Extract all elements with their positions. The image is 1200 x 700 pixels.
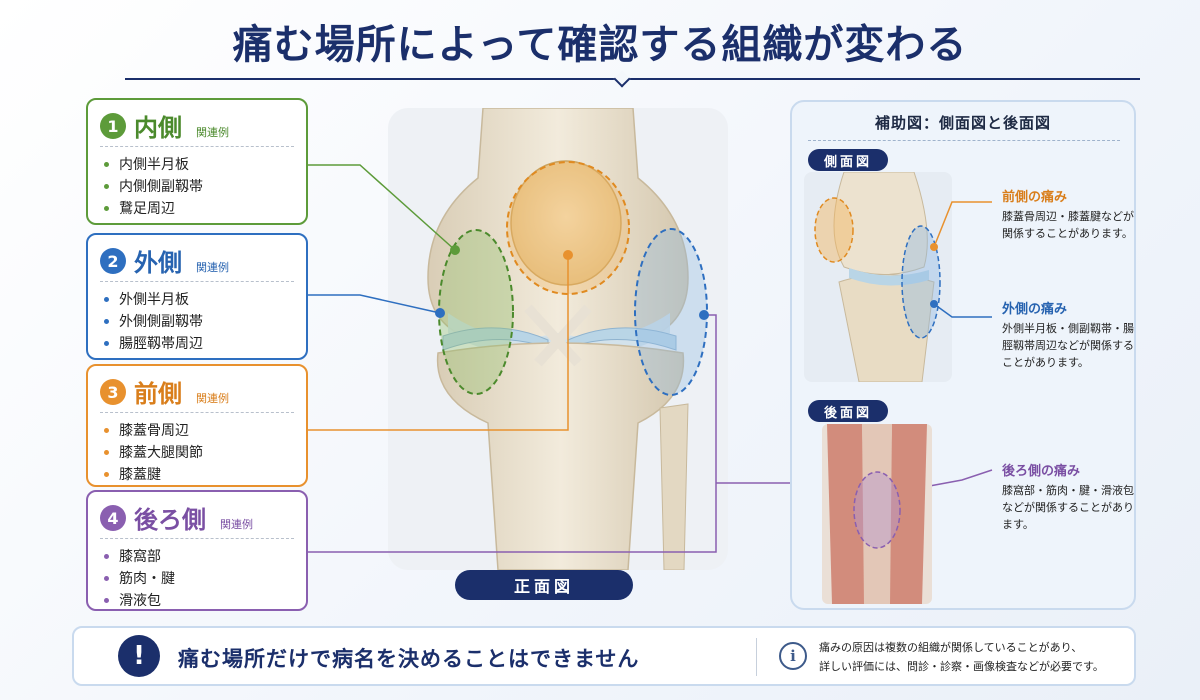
card-anterior: 3 前側 関連例 膝蓋骨周辺 膝蓋大腿関節 膝蓋腱 <box>86 364 308 487</box>
footer-note-line: 痛みの原因は複数の組織が関係していることがあり、 <box>819 641 1083 654</box>
list-item: 膝蓋大腿関節 <box>100 441 294 463</box>
aux-title: 補助図：側面図と後面図 <box>874 114 1051 132</box>
posterior-note-body: 膝窩部・筋肉・腱・滑液包などが関係することがあります。 <box>1002 484 1134 531</box>
card-title: 前側 <box>134 380 182 408</box>
bullet-icon <box>104 597 109 603</box>
bullet-icon <box>104 449 109 455</box>
card-number: 4 <box>100 505 126 531</box>
card-divider <box>100 146 294 147</box>
lateral-region <box>634 228 708 396</box>
info-icon: i <box>779 642 807 670</box>
list-item-text: 膝窩部 <box>119 549 161 565</box>
card-lateral: 2 外側 関連例 外側半月板 外側側副靱帯 腸脛靱帯周辺 <box>86 233 308 360</box>
card-list: 内側半月板 内側側副靱帯 鵞足周辺 <box>100 153 294 219</box>
bullet-icon <box>104 318 109 324</box>
footer-note-line: 詳しい評価には、問診・診察・画像検査などが必要です。 <box>819 660 1104 673</box>
aux-divider <box>808 140 1120 141</box>
back-muscle-right <box>887 424 927 604</box>
card-title: 内側 <box>134 114 182 142</box>
bullet-icon <box>104 340 109 346</box>
fibula-bone <box>659 403 689 570</box>
side-view-label: 側面図 <box>808 149 889 171</box>
bullet-icon <box>104 161 109 167</box>
back-muscle-left <box>827 424 867 604</box>
side-meniscus <box>849 268 929 286</box>
posterior-note-title: 後ろ側の痛み <box>1002 464 1081 479</box>
card-number: 1 <box>100 113 126 139</box>
list-item-text: 外側側副靱帯 <box>119 314 203 330</box>
list-item: 内側側副靱帯 <box>100 175 294 197</box>
list-item: 膝蓋骨周辺 <box>100 419 294 441</box>
lateral-note-body: 外側半月板・側副靱帯・腸脛靱帯周辺などが関係することがあります。 <box>1002 322 1134 369</box>
list-item: 膝蓋腱 <box>100 463 294 485</box>
card-title: 外側 <box>134 249 182 277</box>
list-item: 腸脛靱帯周辺 <box>100 332 294 354</box>
card-list: 膝蓋骨周辺 膝蓋大腿関節 膝蓋腱 <box>100 419 294 485</box>
list-item-text: 滑液包 <box>119 593 161 609</box>
list-item: 鵞足周辺 <box>100 197 294 219</box>
card-divider <box>100 538 294 539</box>
card-number: 3 <box>100 379 126 405</box>
exclamation-icon: ! <box>118 635 160 677</box>
card-subtitle: 関連例 <box>196 261 229 274</box>
list-item-text: 内側半月板 <box>119 157 189 173</box>
list-item: 滑液包 <box>100 589 294 611</box>
list-item: 膝窩部 <box>100 545 294 567</box>
title-divider <box>125 78 1140 80</box>
card-subtitle: 関連例 <box>220 518 253 531</box>
list-item-text: 膝蓋骨周辺 <box>119 423 189 439</box>
footer-message: 痛む場所だけで病名を決めることはできません <box>178 647 640 671</box>
side-lateral-region <box>901 225 941 339</box>
front-view-label: 正面図 <box>455 570 633 600</box>
bullet-icon <box>104 296 109 302</box>
list-item-text: 内側側副靱帯 <box>119 179 203 195</box>
footer-divider <box>756 638 757 676</box>
card-divider <box>100 281 294 282</box>
aux-panel: 補助図：側面図と後面図 側面図 前側の痛み 膝蓋骨周辺・膝蓋腱などが関係すること… <box>790 100 1136 610</box>
list-item: 外側側副靱帯 <box>100 310 294 332</box>
bullet-icon <box>104 471 109 477</box>
side-anterior-region <box>814 197 854 263</box>
bullet-icon <box>104 183 109 189</box>
page-title: 痛む場所によって確認する組織が変わる <box>232 22 968 68</box>
knee-back-illustration <box>822 424 932 604</box>
list-item-text: 鵞足周辺 <box>119 201 175 217</box>
knee-side-illustration <box>804 172 952 382</box>
list-item-text: 膝蓋腱 <box>119 467 161 483</box>
anterior-note-body: 膝蓋骨周辺・膝蓋腱などが関係することがあります。 <box>1002 210 1134 240</box>
lateral-note-title: 外側の痛み <box>1002 302 1068 317</box>
card-number: 2 <box>100 248 126 274</box>
card-posterior: 4 後ろ側 関連例 膝窩部 筋肉・腱 滑液包 <box>86 490 308 611</box>
bullet-icon <box>104 427 109 433</box>
card-divider <box>100 412 294 413</box>
list-item-text: 腸脛靱帯周辺 <box>119 336 203 352</box>
card-list: 外側半月板 外側側副靱帯 腸脛靱帯周辺 <box>100 288 294 354</box>
list-item-text: 外側半月板 <box>119 292 189 308</box>
list-item: 筋肉・腱 <box>100 567 294 589</box>
list-item-text: 膝蓋大腿関節 <box>119 445 203 461</box>
footer-note: 痛みの原因は複数の組織が関係していることがあり、 詳しい評価には、問診・診察・画… <box>819 638 1104 676</box>
card-title: 後ろ側 <box>134 506 206 534</box>
footer-banner: ! 痛む場所だけで病名を決めることはできません i 痛みの原因は複数の組織が関係… <box>72 626 1136 686</box>
medial-region <box>438 229 514 395</box>
anterior-note-title: 前側の痛み <box>1002 190 1068 205</box>
bullet-icon <box>104 575 109 581</box>
bullet-icon <box>104 205 109 211</box>
list-item: 内側半月板 <box>100 153 294 175</box>
back-view-label: 後面図 <box>808 400 889 422</box>
anterior-region <box>506 161 630 295</box>
bullet-icon <box>104 553 109 559</box>
back-center <box>862 424 892 604</box>
card-medial: 1 内側 関連例 内側半月板 内側側副靱帯 鵞足周辺 <box>86 98 308 225</box>
knee-front-illustration <box>388 108 728 570</box>
back-posterior-region <box>853 471 901 549</box>
card-list: 膝窩部 筋肉・腱 滑液包 <box>100 545 294 611</box>
list-item: 外側半月板 <box>100 288 294 310</box>
card-subtitle: 関連例 <box>196 126 229 139</box>
list-item-text: 筋肉・腱 <box>119 571 175 587</box>
card-subtitle: 関連例 <box>196 392 229 405</box>
